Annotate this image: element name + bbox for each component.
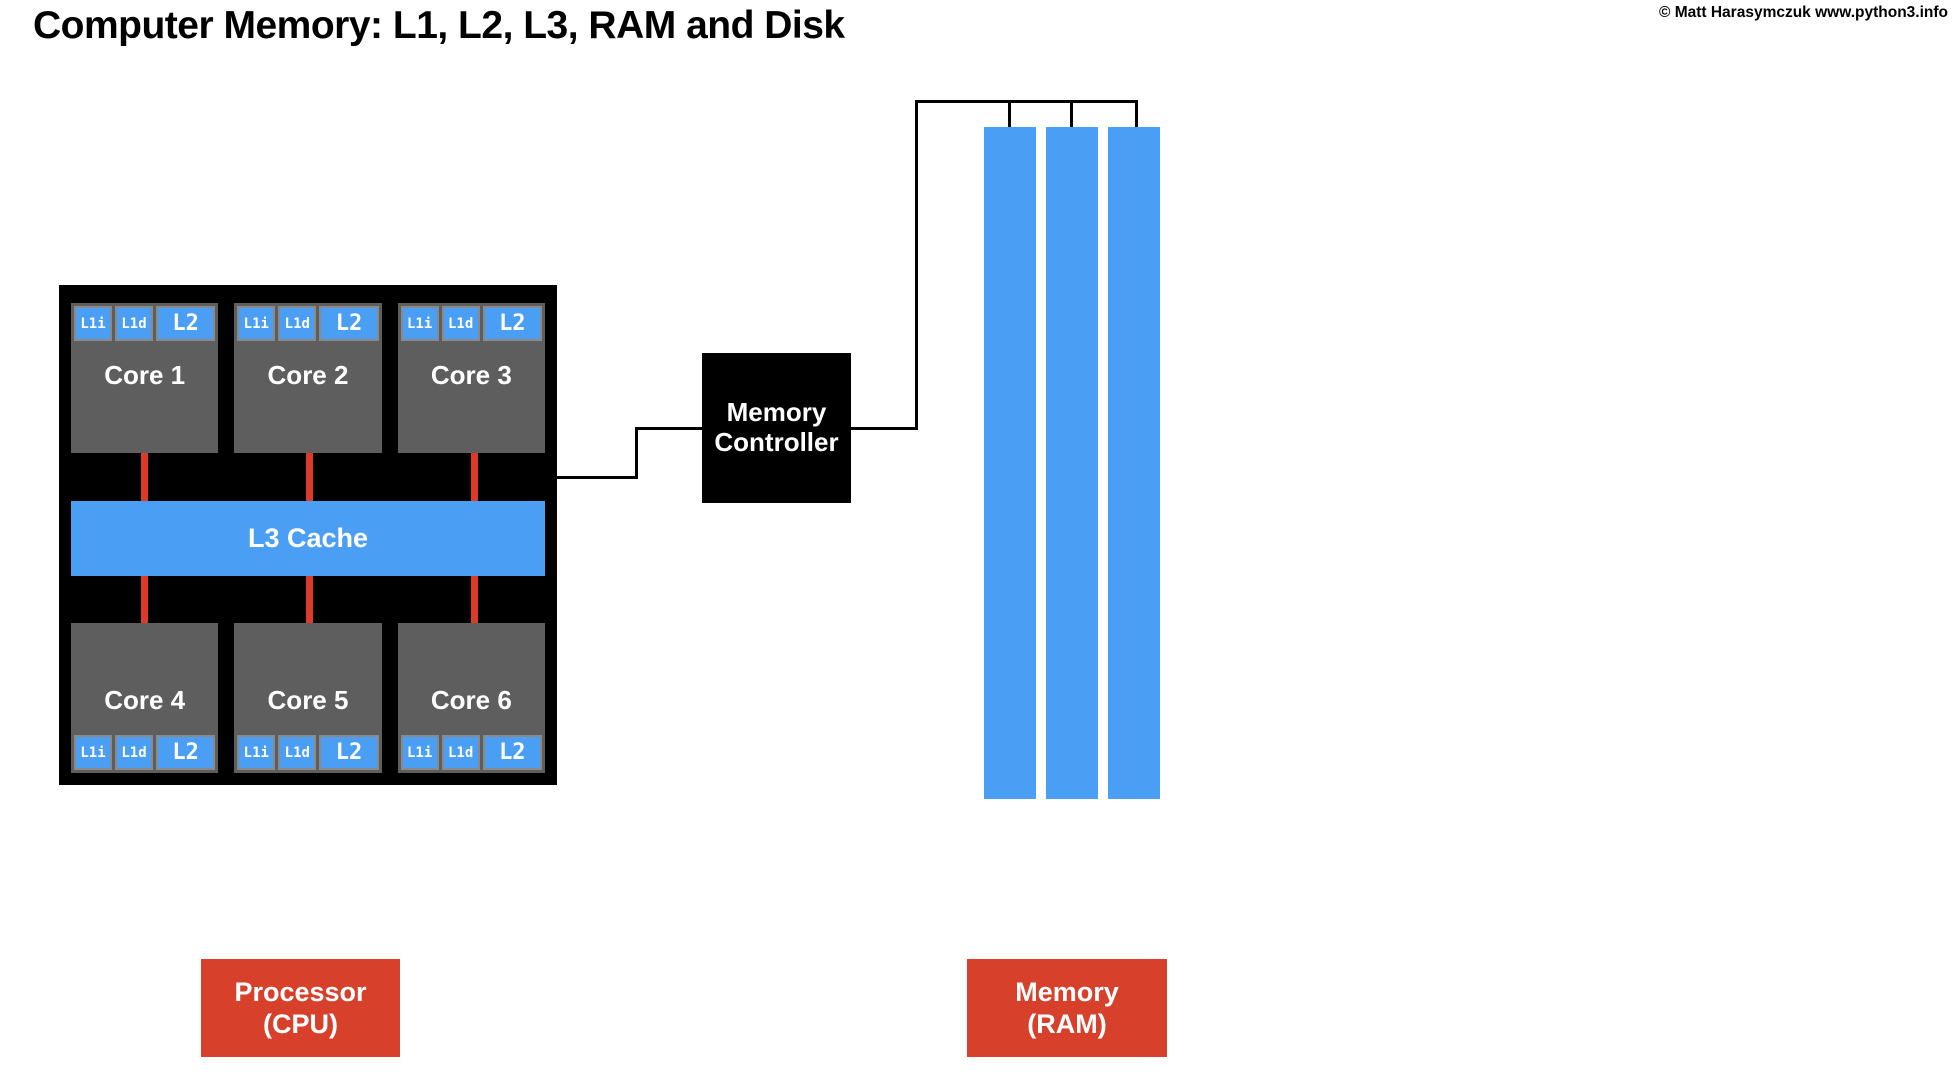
cache-label: L1d xyxy=(121,744,147,761)
copyright-notice: © Matt Harasymczuk www.python3.info xyxy=(1658,4,1948,21)
core-2-label: Core 2 xyxy=(267,360,349,390)
core-6-l1d-cache: L1d xyxy=(441,735,480,770)
wire-cpu-vertical xyxy=(635,427,638,479)
cache-label: L2 xyxy=(499,311,526,336)
processor-caption-line2: (CPU) xyxy=(263,1009,338,1039)
memory-controller-label-line2: Controller xyxy=(714,427,839,457)
processor-caption: Processor (CPU) xyxy=(201,959,400,1057)
memory-caption-line1: Memory xyxy=(1015,976,1119,1007)
cache-label: L2 xyxy=(172,740,199,765)
core-row-bottom: Core 4 L1i L1d L2 Core 5 L1i L1d L2 Core… xyxy=(71,623,545,773)
wire-ram-horizontal xyxy=(915,100,1138,103)
l3-cache-label: L3 Cache xyxy=(247,523,369,553)
cache-label: L1d xyxy=(284,315,310,332)
core-2-l1d-cache: L1d xyxy=(278,306,317,341)
core-5-label: Core 5 xyxy=(267,685,349,715)
core-5-l2-cache: L2 xyxy=(319,735,379,770)
core-4-l2-cache: L2 xyxy=(156,735,216,770)
cache-label: L1i xyxy=(407,744,433,761)
core-2-l1i-cache: L1i xyxy=(237,306,276,341)
cache-label: L1d xyxy=(284,744,310,761)
wire-drop-stick3 xyxy=(1135,100,1138,128)
core-5-l1i-cache: L1i xyxy=(237,735,276,770)
core-3-l1d-cache: L1d xyxy=(441,306,480,341)
core-4-l1i-cache: L1i xyxy=(74,735,112,770)
cache-label: L1i xyxy=(80,744,106,761)
core-2-l2-cache: L2 xyxy=(319,306,379,341)
wire-drop-stick1 xyxy=(1008,100,1011,128)
cache-label: L1i xyxy=(80,315,106,332)
bus-core3-l3 xyxy=(471,453,478,501)
bus-l3-core4 xyxy=(141,576,148,623)
cache-label: L1i xyxy=(407,315,433,332)
core-6-l1i-cache: L1i xyxy=(400,735,439,770)
core-3-cache-row: L1i L1d L2 xyxy=(398,303,545,344)
page-title: Computer Memory: L1, L2, L3, RAM and Dis… xyxy=(33,4,845,47)
core-5-cache-row: L1i L1d L2 xyxy=(234,732,381,773)
core-4-cache-row: L1i L1d L2 xyxy=(71,732,218,773)
core-1-label: Core 1 xyxy=(104,360,186,390)
core-4-label: Core 4 xyxy=(104,685,186,715)
core-5-l1d-cache: L1d xyxy=(278,735,317,770)
wire-ram-vertical xyxy=(915,100,918,430)
core-5: Core 5 L1i L1d L2 xyxy=(234,623,382,773)
bus-core1-l3 xyxy=(141,453,148,501)
core-1-cache-row: L1i L1d L2 xyxy=(71,303,218,344)
core-2-cache-row: L1i L1d L2 xyxy=(234,303,381,344)
core-6-label: Core 6 xyxy=(430,685,512,715)
ram-stick-2 xyxy=(1046,127,1098,799)
core-1-l1d-cache: L1d xyxy=(115,306,153,341)
core-1-l2-cache: L2 xyxy=(156,306,216,341)
bus-core2-l3 xyxy=(306,453,313,501)
processor-caption-line1: Processor xyxy=(234,976,367,1007)
memory-caption-line2: (RAM) xyxy=(1027,1009,1107,1039)
wire-controller-left xyxy=(635,427,702,430)
cache-label: L2 xyxy=(335,311,363,336)
memory-controller-label-line1: Memory xyxy=(726,397,827,428)
core-3-label: Core 3 xyxy=(430,360,512,390)
memory-controller: Memory Controller xyxy=(702,353,851,503)
core-1-l1i-cache: L1i xyxy=(74,306,112,341)
core-4: Core 4 L1i L1d L2 xyxy=(71,623,219,773)
ram-stick-1 xyxy=(984,127,1036,799)
cache-label: L1i xyxy=(243,315,269,332)
core-2: L1i L1d L2 Core 2 xyxy=(234,303,382,453)
core-3-l2-cache: L2 xyxy=(482,306,542,341)
core-4-l1d-cache: L1d xyxy=(115,735,153,770)
core-row-top: L1i L1d L2 Core 1 L1i L1d L2 Core 2 L1i … xyxy=(71,303,545,453)
bus-l3-core6 xyxy=(471,576,478,623)
core-6-l2-cache: L2 xyxy=(482,735,542,770)
ram-stick-3 xyxy=(1108,127,1160,799)
core-6-cache-row: L1i L1d L2 xyxy=(398,732,545,773)
cache-label: L1d xyxy=(121,315,147,332)
cache-label: L1d xyxy=(448,315,474,332)
cache-label: L1d xyxy=(448,744,474,761)
core-3: L1i L1d L2 Core 3 xyxy=(397,303,545,453)
bus-l3-core5 xyxy=(306,576,313,623)
wire-controller-right xyxy=(851,427,918,430)
cache-label: L2 xyxy=(172,311,199,336)
wire-cpu-horizontal xyxy=(557,476,638,479)
wire-drop-stick2 xyxy=(1070,100,1073,128)
cache-label: L1i xyxy=(243,744,269,761)
core-1: L1i L1d L2 Core 1 xyxy=(71,303,219,453)
l3-cache: L3 Cache xyxy=(71,501,545,576)
cache-label: L2 xyxy=(335,740,363,765)
core-3-l1i-cache: L1i xyxy=(400,306,439,341)
cpu-package: L1i L1d L2 Core 1 L1i L1d L2 Core 2 L1i … xyxy=(59,285,557,785)
cache-label: L2 xyxy=(499,740,526,765)
memory-caption: Memory (RAM) xyxy=(967,959,1167,1057)
core-6: Core 6 L1i L1d L2 xyxy=(397,623,545,773)
